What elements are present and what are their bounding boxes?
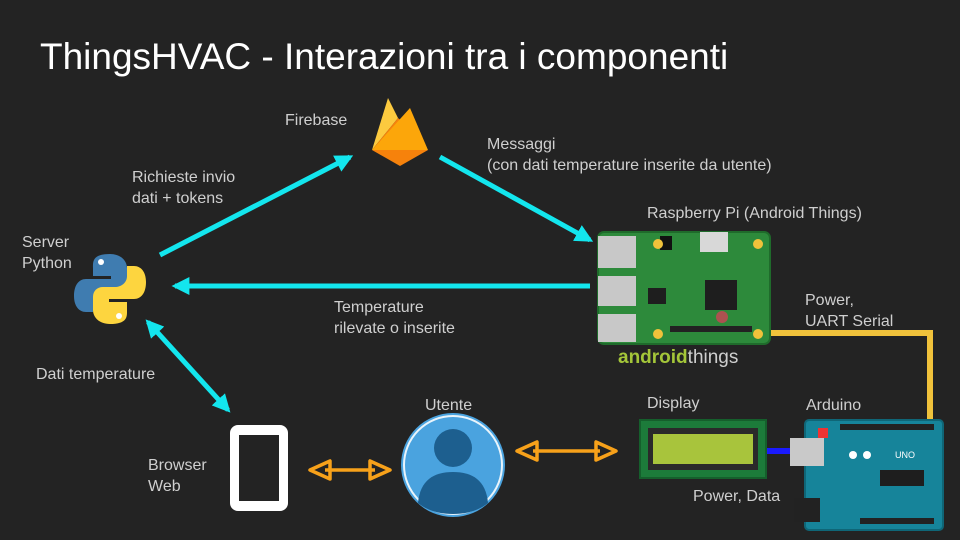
edge-label-power-data: Power, Data (693, 488, 781, 505)
edge-label-temperature-data: Dati temperature (36, 366, 156, 383)
smartphone-icon (230, 425, 288, 511)
python-icon (74, 254, 146, 324)
wire-power-uart (758, 330, 933, 425)
browser-web-label: Browser Web (148, 457, 207, 495)
utente-label: Utente (425, 397, 473, 414)
lcd-display-icon (639, 419, 767, 479)
android-things-logo: androidthings (618, 347, 738, 368)
arrow-server-to-firebase (158, 154, 354, 258)
user-icon (401, 413, 505, 517)
svg-text:UNO: UNO (895, 450, 915, 460)
firebase-icon (372, 98, 428, 166)
display-label: Display (647, 395, 700, 412)
server-python-label: Server Python (22, 234, 72, 272)
arrow-firebase-to-raspberry (438, 154, 594, 243)
edge-label-temperatures: Temperature rilevate o inserite (334, 299, 455, 337)
arduino-label: Arduino (806, 397, 862, 414)
arduino-board: UNO (790, 419, 944, 531)
arrow-browser-utente (308, 459, 392, 481)
raspberry-label: Raspberry Pi (Android Things) (647, 205, 862, 222)
edge-label-messages: Messaggi (con dati temperature inserite … (487, 136, 772, 174)
edge-label-requests: Richieste invio dati + tokens (132, 169, 236, 207)
firebase-label: Firebase (285, 112, 348, 129)
arrow-utente-display (515, 440, 618, 462)
edge-label-power-uart: Power, UART Serial (805, 292, 894, 330)
page-title: ThingsHVAC - Interazioni tra i component… (40, 36, 729, 77)
arrow-server-browser (145, 319, 231, 413)
raspberry-pi-board (597, 231, 771, 345)
